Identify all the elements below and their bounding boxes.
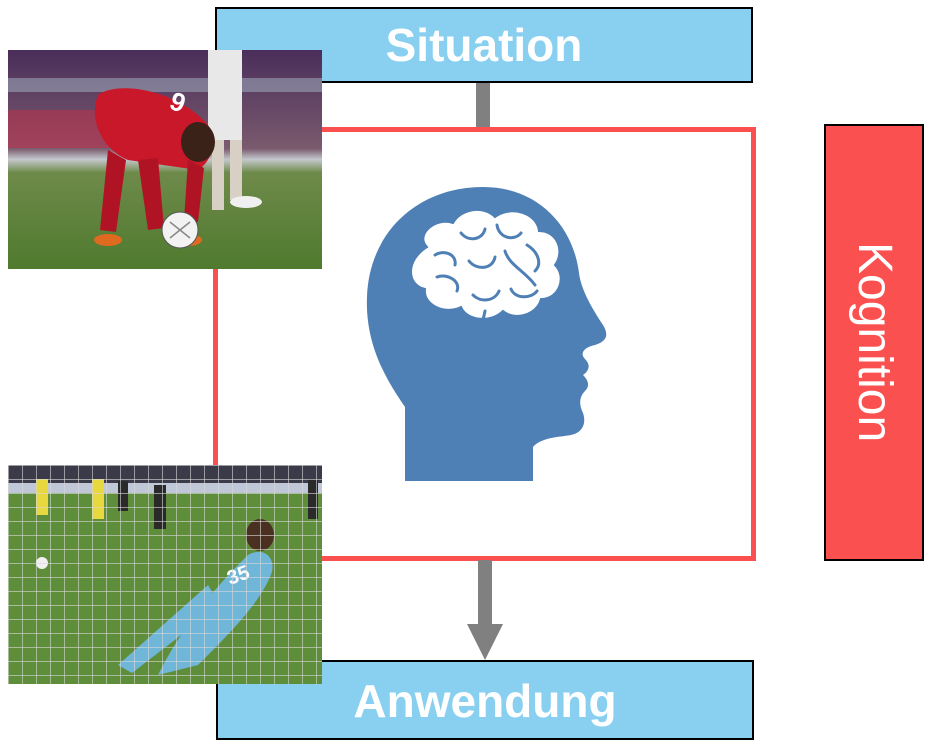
- kognition-label: Kognition: [848, 242, 901, 443]
- top-connector: [476, 82, 490, 132]
- anwendung-label: Anwendung: [353, 675, 617, 727]
- brain-head-icon: [365, 185, 610, 483]
- penalty-goalkeeper-photo: 35: [8, 465, 322, 684]
- kognition-box: Kognition: [824, 124, 924, 561]
- arrow-down-icon: [467, 560, 503, 660]
- situation-label: Situation: [385, 19, 583, 71]
- player-placing-ball-photo: 9: [8, 50, 322, 269]
